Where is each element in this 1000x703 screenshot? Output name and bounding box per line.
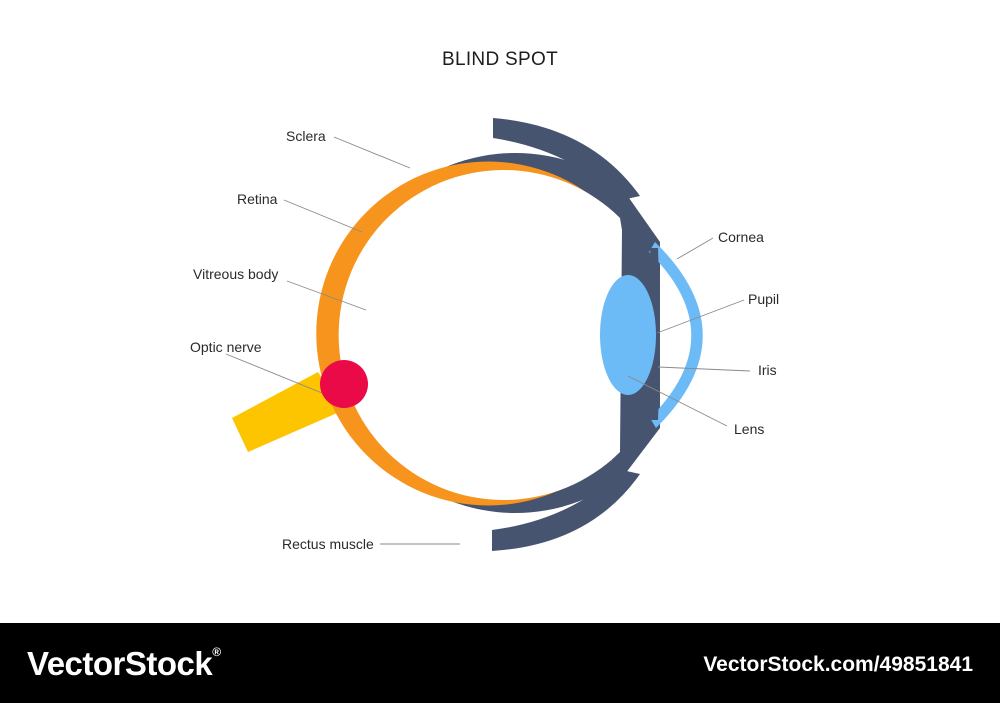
cornea-shape — [649, 242, 703, 428]
eye-diagram — [225, 118, 751, 551]
iris-leader — [657, 366, 751, 372]
pupil-leader — [656, 299, 745, 334]
rectus-muscle-top-shape — [493, 118, 640, 200]
lens-shape — [600, 275, 656, 395]
label-rectus-muscle: Rectus muscle — [282, 536, 374, 552]
label-retina: Retina — [237, 191, 278, 207]
label-sclera: Sclera — [286, 128, 326, 144]
label-vitreous-body: Vitreous body — [193, 266, 279, 282]
registered-mark: ® — [212, 645, 221, 659]
label-optic-nerve: Optic nerve — [190, 339, 262, 355]
cornea-leader — [676, 237, 714, 260]
label-pupil: Pupil — [748, 291, 780, 307]
diagram-title: BLIND SPOT — [442, 49, 558, 70]
label-cornea: Cornea — [718, 229, 764, 245]
optic-nerve-leader — [225, 353, 323, 394]
footer-bar: VectorStock® VectorStock.com/49851841 — [0, 623, 1000, 703]
lens-leader — [627, 375, 728, 427]
optic-nerve-shape — [232, 372, 344, 452]
blind-spot-shape — [320, 360, 368, 408]
retina-leader — [283, 199, 363, 233]
vitreous-body-shape — [338, 170, 622, 501]
label-lens: Lens — [734, 421, 765, 437]
label-iris: Iris — [758, 362, 777, 378]
rectus-muscle-bottom-shape — [492, 470, 640, 551]
iris-upper-shape — [650, 248, 660, 312]
image-id: VectorStock.com/49851841 — [703, 653, 973, 676]
brand-logo[interactable]: VectorStock® — [27, 645, 221, 683]
brand-name: VectorStock — [27, 645, 213, 682]
sclera-leader — [333, 136, 411, 169]
vitreous-leader — [286, 280, 367, 311]
